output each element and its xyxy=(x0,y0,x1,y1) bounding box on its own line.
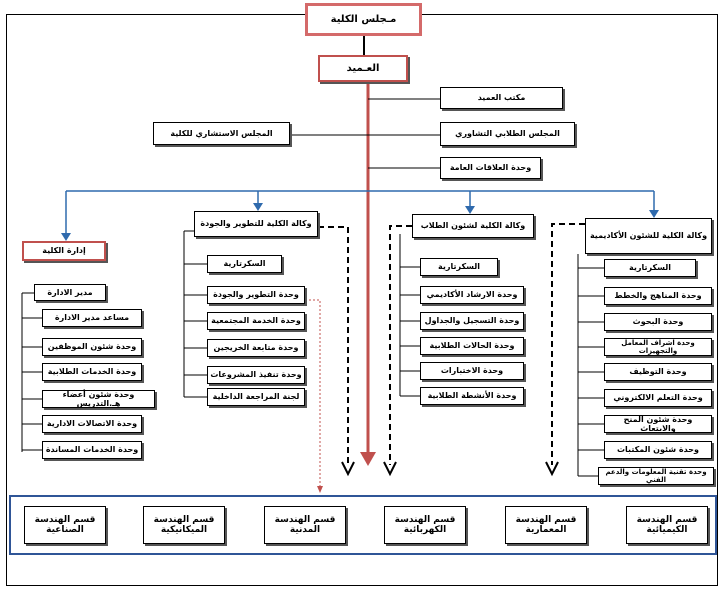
dept-civil: قسم الهندسة المدنية xyxy=(264,506,346,544)
dev-unit-1: السكرتارية xyxy=(207,255,282,273)
student-unit-2: وحدة الارشاد الأكاديمي xyxy=(420,286,524,304)
dev-unit-4: وحدة متابعة الخريجين xyxy=(207,339,305,357)
student-title-box: وكالة الكلية لشئون الطلاب xyxy=(412,214,534,238)
admin-head-box: مدير الادارة xyxy=(34,284,106,301)
dept-architectural: قسم الهندسة المعمارية xyxy=(505,506,587,544)
dept-industrial: قسم الهندسة الصناعية xyxy=(24,506,106,544)
admin-title-box: إدارة الكلية xyxy=(22,241,106,261)
dev-unit-2: وحدة التطوير والجودة xyxy=(207,286,305,304)
student-unit-1: السكرتارية xyxy=(420,258,498,276)
dev-unit-6: لجنة المراجعة الداخلية xyxy=(207,388,305,406)
departments-frame xyxy=(9,495,717,555)
dept-chemical: قسم الهندسة الكيميائية xyxy=(626,506,708,544)
dean-box: العـميد xyxy=(318,55,408,82)
academic-unit-9: وحدة تقنية المعلومات والدعم الفني xyxy=(598,467,714,485)
dev-unit-5: وحدة تنفيذ المشروعات xyxy=(207,366,305,384)
admin-unit-1: مساعد مدير الادارة xyxy=(42,309,142,327)
dev-unit-3: وحدة الخدمة المجتمعية xyxy=(207,312,305,330)
academic-unit-7: وحدة شئون المنح والابتعاث xyxy=(604,415,712,433)
admin-unit-4: وحدة شئون أعضاء هـ.التدريس xyxy=(42,390,155,408)
advisory-council-box: المجلس الاستشاري للكلية xyxy=(153,122,290,145)
academic-title-box: وكالة الكلية للشئون الأكاديمية xyxy=(585,218,712,254)
academic-unit-5: وحدة التوظيف xyxy=(604,363,712,381)
dev-title-box: وكالة الكلية للتطوير والجودة xyxy=(194,211,318,237)
admin-unit-6: وحدة الخدمات المساندة xyxy=(42,441,142,459)
student-council-box: المجلس الطلابي التشاوري xyxy=(440,122,575,146)
academic-unit-4: وحدة اشراف المعامل والتجهيزات xyxy=(604,338,712,356)
academic-unit-8: وحدة شئون المكتبات xyxy=(604,441,712,459)
dept-mechanical: قسم الهندسة الميكانيكية xyxy=(143,506,225,544)
student-unit-3: وحدة التسجيل والجداول xyxy=(420,312,524,330)
academic-unit-3: وحدة البحوث xyxy=(604,313,712,331)
student-unit-5: وحدة الاختبارات xyxy=(420,362,524,380)
student-unit-6: وحدة الأنشطة الطلابية xyxy=(420,387,524,405)
academic-unit-1: السكرتارية xyxy=(604,259,696,277)
college-council-box: مـجلس الكلية xyxy=(305,3,422,36)
academic-unit-2: وحدة المناهج والخطط xyxy=(604,287,712,305)
dept-electrical: قسم الهندسة الكهربائية xyxy=(384,506,466,544)
admin-unit-2: وحدة شئون الموظفين xyxy=(42,338,142,356)
pr-unit-box: وحدة العلاقات العامة xyxy=(440,157,541,179)
student-unit-4: وحدة الحالات الطلابية xyxy=(420,337,524,355)
academic-unit-6: وحدة التعلم الالكتروني xyxy=(604,389,712,407)
dean-office-box: مكتب العميد xyxy=(440,87,563,109)
admin-unit-3: وحدة الخدمات الطلابية xyxy=(42,363,142,381)
admin-unit-5: وحدة الاتصالات الادارية xyxy=(42,415,142,433)
